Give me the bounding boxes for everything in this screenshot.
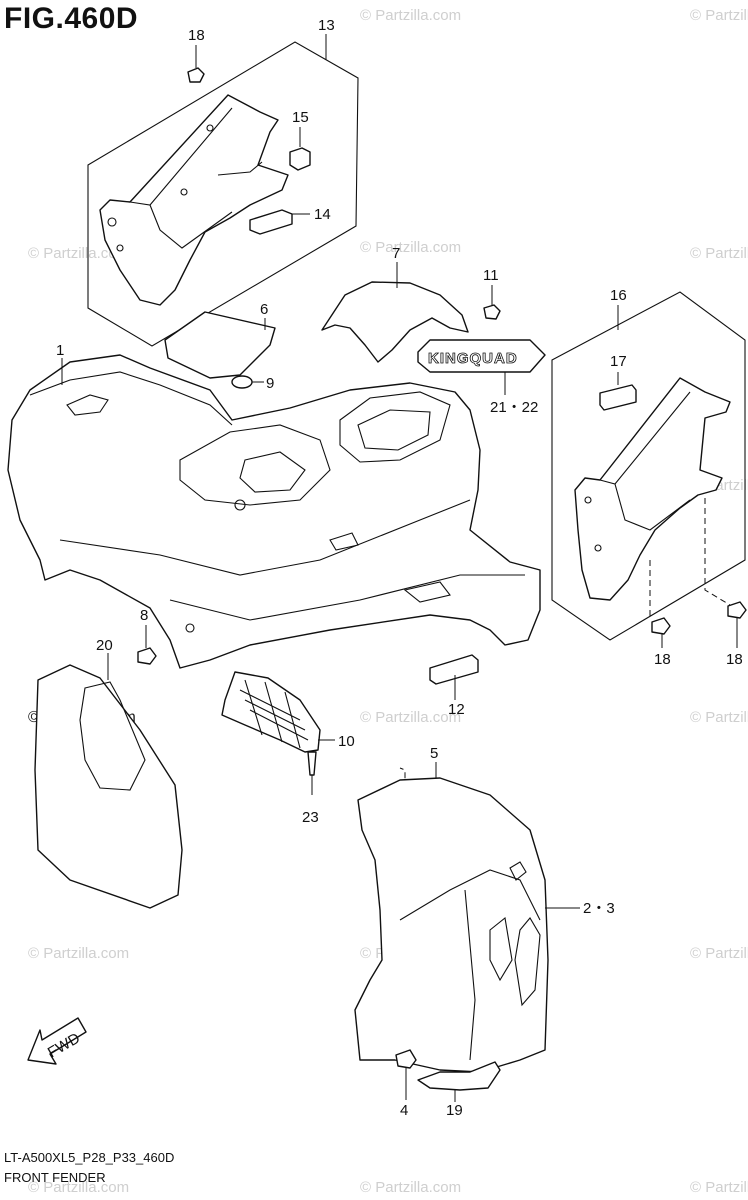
part-2-3-inner-fender bbox=[354, 777, 580, 1073]
callout-2-3: 2・3 bbox=[583, 900, 615, 917]
figure-name: FRONT FENDER bbox=[4, 1170, 106, 1185]
part-13-left-inner-panel bbox=[99, 94, 289, 306]
part-18-bolt-right-b bbox=[727, 601, 747, 619]
callout-16: 16 bbox=[610, 287, 627, 304]
watermark: © Partzilla.com bbox=[28, 1179, 129, 1196]
callout-9: 9 bbox=[266, 375, 274, 392]
callout-18: 18 bbox=[654, 651, 671, 668]
part-8-bolt bbox=[137, 647, 157, 665]
part-18-bolt-right-a bbox=[651, 617, 671, 635]
part-23-screw bbox=[307, 751, 317, 776]
callout-18: 18 bbox=[726, 651, 743, 668]
callout-6: 6 bbox=[260, 301, 268, 318]
callout-14: 14 bbox=[314, 206, 331, 223]
part-12-pad bbox=[429, 654, 479, 685]
part-18-bolt bbox=[187, 67, 205, 83]
watermark: © Partzilla.com bbox=[360, 709, 461, 726]
watermark: © Partzilla.com bbox=[360, 7, 461, 24]
callout-5: 5 bbox=[430, 745, 438, 762]
callout-19: 19 bbox=[446, 1102, 463, 1119]
callout-20: 20 bbox=[96, 637, 113, 654]
part-11-screw bbox=[483, 304, 501, 320]
part-14-pad bbox=[249, 209, 293, 235]
watermark: © Partzilla.com bbox=[690, 709, 748, 726]
figure-title: FIG.460D bbox=[4, 2, 139, 35]
callout-15: 15 bbox=[292, 109, 309, 126]
callout-8: 8 bbox=[140, 607, 148, 624]
watermark: © Partzilla.com bbox=[690, 7, 748, 24]
watermark: © Partzilla.com bbox=[28, 945, 129, 962]
part-6-cover bbox=[164, 311, 276, 379]
part-10-mesh-panel bbox=[221, 671, 335, 753]
part-21-22-emblem: KINGQUAD bbox=[417, 339, 546, 395]
callout-1: 1 bbox=[56, 342, 64, 359]
watermark: © Partzilla.com bbox=[690, 945, 748, 962]
part-17-pad bbox=[599, 384, 637, 411]
callout-13: 13 bbox=[318, 17, 335, 34]
model-code: LT-A500XL5_P28_P33_460D bbox=[4, 1150, 175, 1165]
group-box-16 bbox=[551, 291, 746, 641]
callout-labels: 13 18 15 14 7 11 16 6 1 17 9 21・22 8 20 … bbox=[56, 17, 743, 1119]
part-1-front-fender bbox=[7, 354, 541, 669]
callout-23: 23 bbox=[302, 809, 319, 826]
callout-17: 17 bbox=[610, 353, 627, 370]
part-20-splash-guard bbox=[34, 653, 183, 909]
forward-arrow-icon: FWD bbox=[27, 1017, 87, 1065]
watermark: © Partzilla.com bbox=[360, 1179, 461, 1196]
part-15-cushion bbox=[289, 147, 311, 171]
part-19-bracket bbox=[417, 1061, 501, 1091]
callout-18: 18 bbox=[188, 27, 205, 44]
callout-4: 4 bbox=[400, 1102, 408, 1119]
part-7-trim bbox=[321, 281, 469, 363]
part-16-right-inner-panel bbox=[574, 377, 731, 601]
group-box-13 bbox=[87, 34, 359, 347]
part-4-bolt bbox=[395, 1049, 417, 1069]
watermark: © Partzilla.com bbox=[28, 245, 129, 262]
callout-7: 7 bbox=[392, 245, 400, 262]
emblem-text: KINGQUAD bbox=[428, 350, 518, 367]
callout-10: 10 bbox=[338, 733, 355, 750]
watermark: © Partzilla.com bbox=[360, 239, 461, 256]
part-9-grommet bbox=[231, 375, 253, 389]
watermark: © Partzilla.com bbox=[690, 1179, 748, 1196]
callout-21-22: 21・22 bbox=[490, 399, 538, 416]
callout-11: 11 bbox=[483, 267, 499, 284]
callout-12: 12 bbox=[448, 701, 465, 718]
watermark: © Partzilla.com bbox=[690, 245, 748, 262]
